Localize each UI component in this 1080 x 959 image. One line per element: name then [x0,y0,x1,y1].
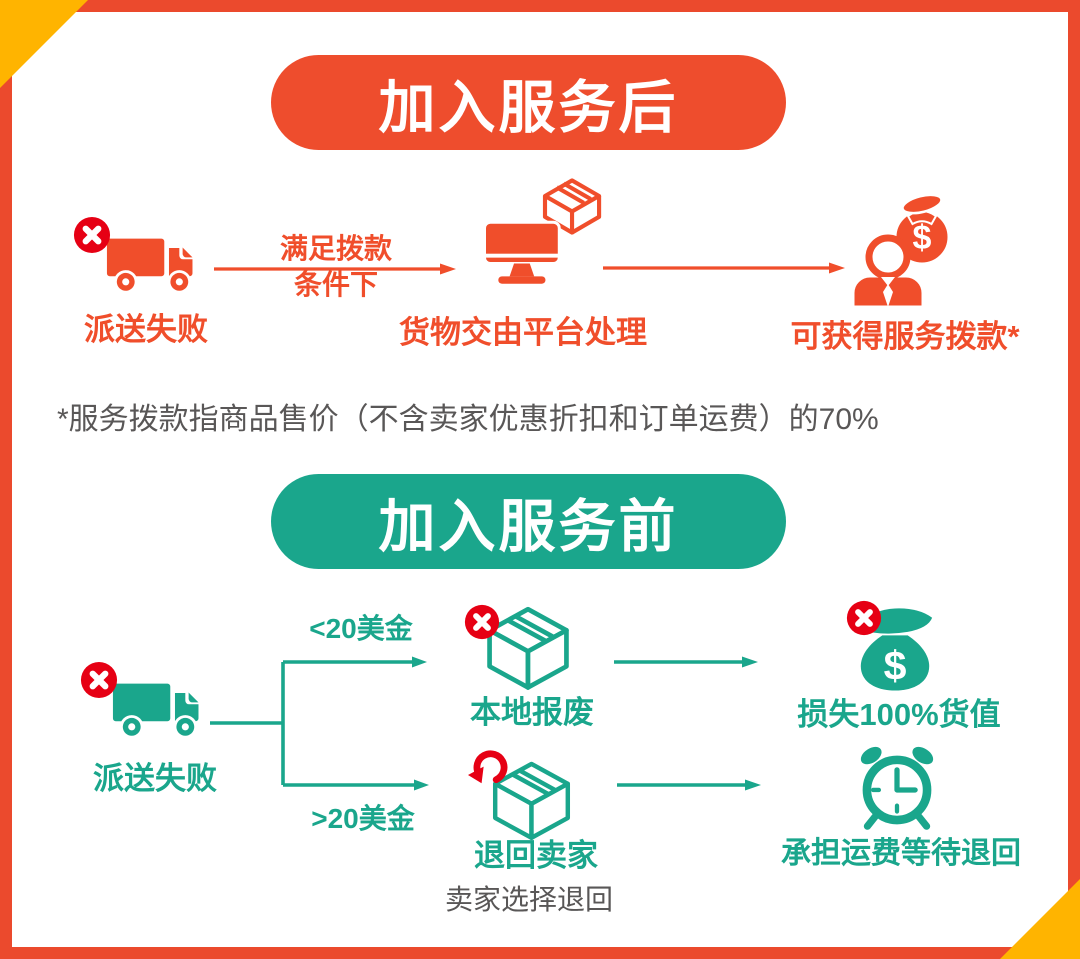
return-arrow-icon [468,742,516,786]
branch-upper-condition: <20美金 [309,613,413,644]
banner-before-join: 加入服务前 [271,474,786,569]
branch-lower-condition: >20美金 [311,803,415,834]
arrow-right-icon [603,260,847,276]
after-step2-label: 货物交由平台处理 [399,315,647,350]
arrow-caption-line1: 满足拨款 [279,233,393,264]
before-upper-result-label: 损失100%货值 [797,697,1001,732]
corner-triangle-bottom-right-icon [1000,879,1080,959]
x-badge-icon [73,216,111,254]
parcel-box-icon [489,761,574,843]
banner-after-join-label: 加入服务后 [378,75,679,140]
platform-monitor-parcel-icon [483,177,607,295]
before-lower-step-label: 退回卖家 [474,838,598,873]
corner-triangle-top-left-icon [0,0,88,88]
dollar-sign: $ [884,642,907,688]
before-source-label: 派送失败 [93,761,217,796]
before-lower-step-note: 卖家选择退回 [444,884,614,915]
before-lower-result-label: 承担运费等待退回 [781,837,1021,870]
parcel-box-icon [483,606,573,693]
alarm-clock-icon [855,744,939,834]
footnote: *服务拨款指商品售价（不含卖家优惠折扣和订单运费）的70% [57,403,879,436]
arrow-caption-line2: 条件下 [293,269,379,300]
banner-after-join: 加入服务后 [271,55,786,150]
delivery-truck-icon [106,232,200,296]
person-money-bag-icon: $ [845,193,967,309]
banner-before-join-label: 加入服务前 [378,494,679,559]
arrow-right-icon [614,654,760,670]
arrow-right-icon [214,261,458,277]
after-step3-label: 可获得服务拨款* [790,319,1020,354]
before-upper-step-label: 本地报废 [470,695,594,730]
x-badge-icon [80,661,118,699]
x-badge-icon [464,604,500,640]
after-step1-label: 派送失败 [84,312,208,347]
x-badge-icon [846,600,882,636]
dollar-sign: $ [913,219,932,257]
arrow-right-icon [617,777,763,793]
branch-connector-icon [206,648,441,800]
delivery-truck-icon [112,677,206,741]
